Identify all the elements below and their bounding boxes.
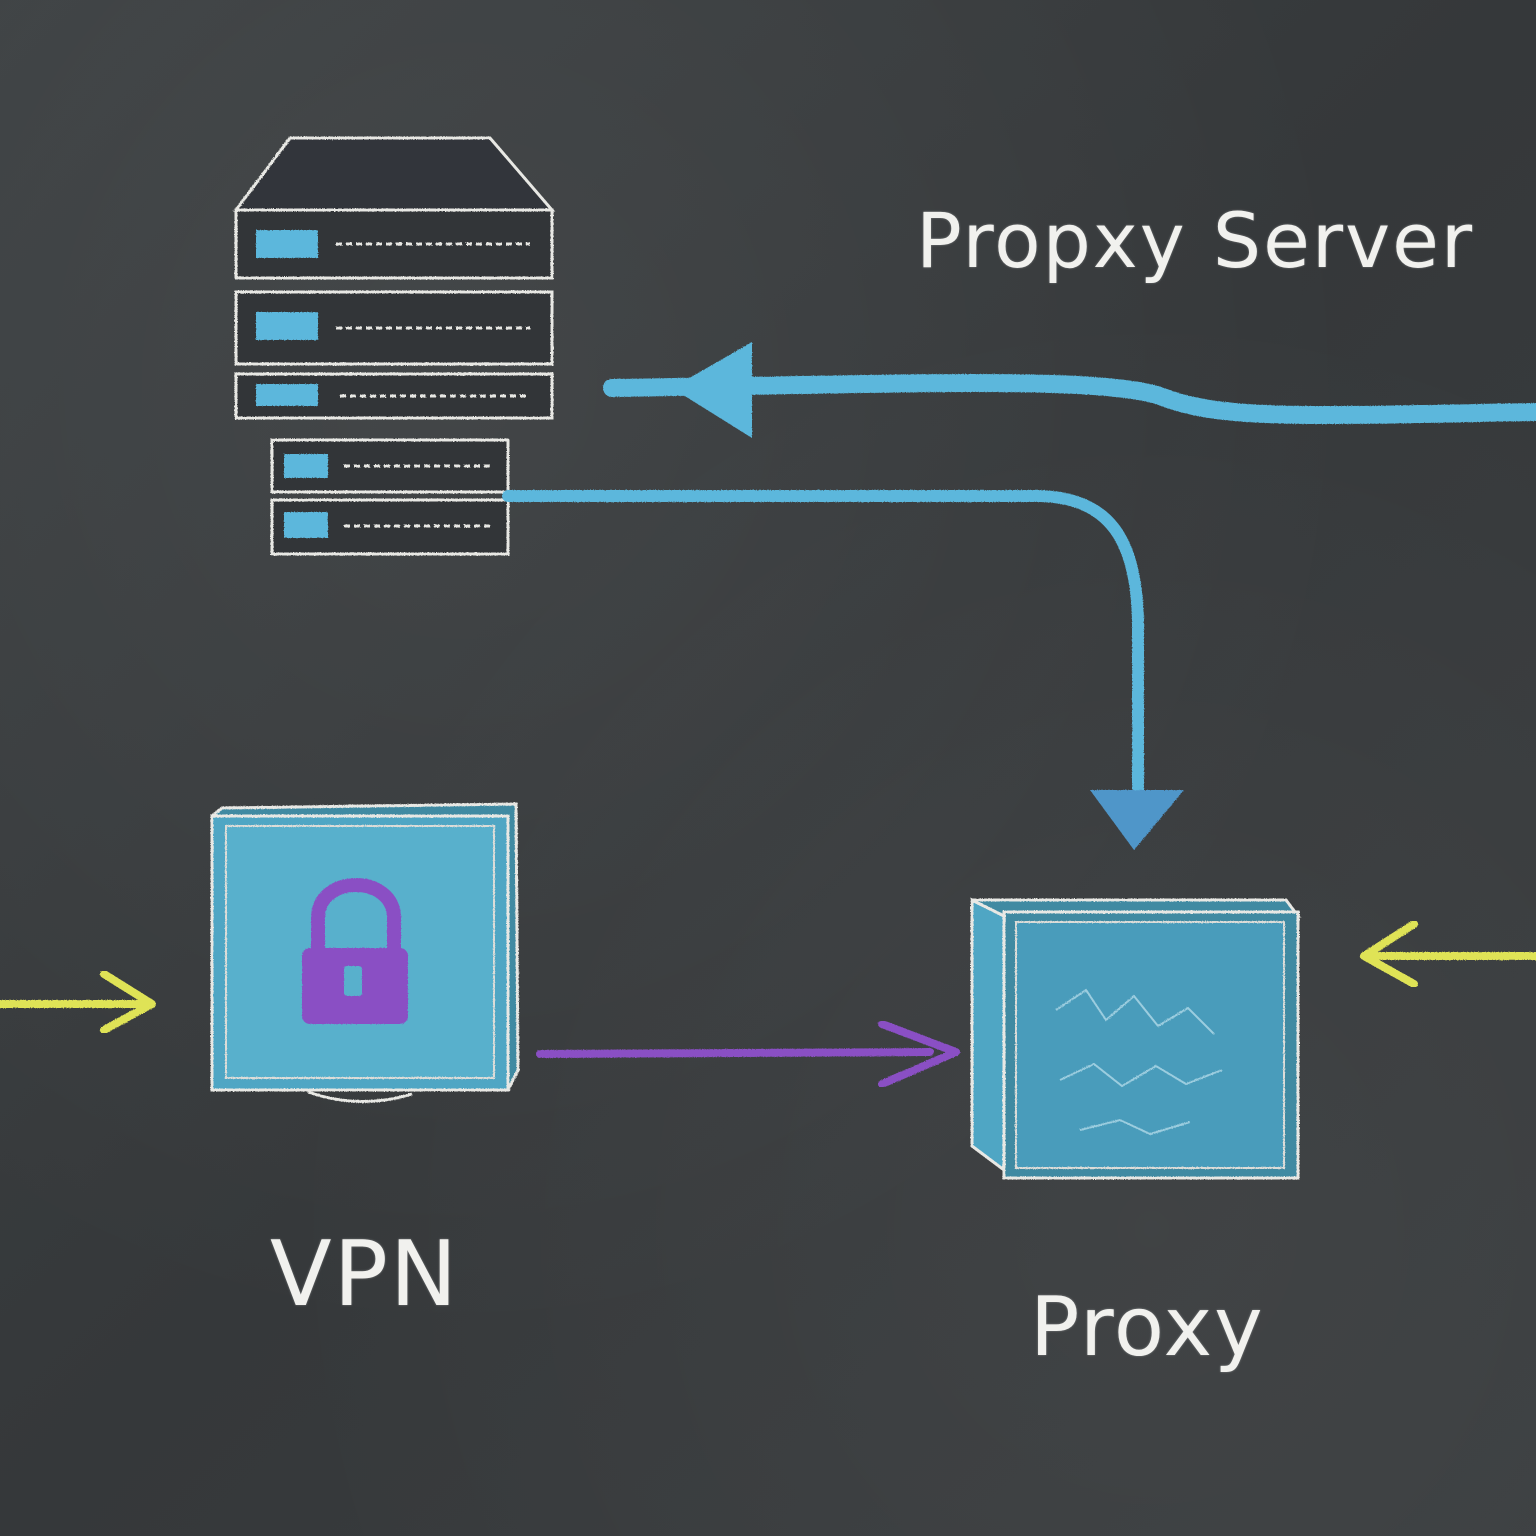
incoming-arrow-to-vpn bbox=[0, 970, 156, 1034]
proxy-label: Proxy bbox=[1030, 1280, 1265, 1375]
incoming-arrow-to-server bbox=[603, 342, 1536, 438]
server-rack-icon bbox=[233, 136, 556, 556]
proxy-box-icon bbox=[970, 897, 1301, 1180]
padlock-icon bbox=[302, 878, 408, 1024]
server-to-proxy-arrow bbox=[502, 490, 1184, 850]
vpn-label: VPN bbox=[270, 1222, 460, 1327]
vpn-to-proxy-arrow bbox=[536, 1020, 960, 1088]
incoming-arrow-to-proxy bbox=[1360, 920, 1536, 988]
proxy-server-label: Propxy Server bbox=[916, 196, 1475, 285]
vpn-box bbox=[210, 802, 520, 1104]
